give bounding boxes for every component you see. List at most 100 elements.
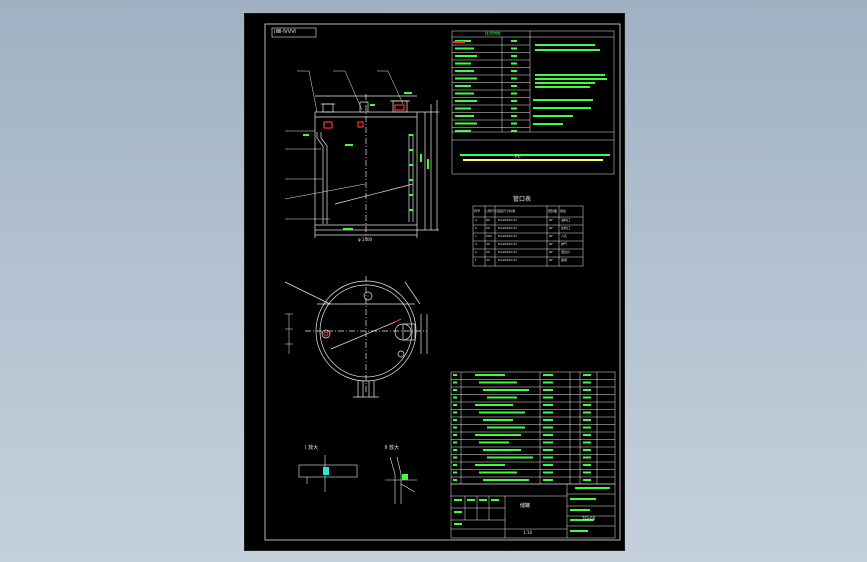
nozzle-cell: 50 — [486, 226, 490, 230]
tech-note-text — [533, 115, 573, 117]
nozzle-cell: 排气 — [561, 242, 568, 246]
nozzle-cell: 40 — [486, 242, 490, 246]
nozzle-header: 连接尺寸标准 — [497, 209, 516, 213]
tech-note-text — [533, 107, 591, 109]
tech-cell-text — [455, 77, 477, 80]
tech-cell-text — [455, 115, 474, 117]
nozzle-cell: HG20592-97 — [498, 250, 518, 254]
parts-item-material — [543, 441, 553, 444]
nozzle-cell: HG20592-97 — [498, 242, 518, 246]
parts-item-weight — [583, 389, 591, 391]
tech-cell-text — [455, 85, 471, 87]
nozzle-cell: 液位计 — [561, 250, 571, 254]
tech-cell-value — [511, 47, 517, 50]
parts-item-material — [543, 404, 553, 406]
parts-item-no — [453, 374, 457, 376]
title-block-name: 储罐 — [520, 503, 531, 509]
nozzle-cell: c — [475, 234, 477, 238]
tech-cell-text — [455, 55, 477, 57]
nozzle-header: 公称尺寸 — [485, 209, 498, 213]
parts-item-material — [543, 426, 553, 429]
elevation-leaders — [284, 70, 404, 220]
parts-item-material — [543, 381, 553, 384]
parts-item-weight — [583, 456, 591, 459]
tech-note-line — [460, 154, 610, 156]
parts-item-weight — [583, 464, 591, 466]
title-block-marks — [454, 487, 610, 532]
parts-item-name — [483, 389, 529, 391]
parts-item-name — [475, 404, 513, 406]
vessel-elevation — [314, 94, 439, 239]
plan-left-dims — [285, 313, 293, 354]
nozzle-cell: b — [475, 226, 477, 230]
parts-item-name — [483, 419, 513, 421]
drawing-sheet: ⅠⅡⅢ-ⅣⅤⅥ 技术特性 Pc 管口表 Ⅰ 放大 Ⅱ 放大 储罐 TGJ-00 … — [244, 13, 625, 551]
nozzle-cell: RF — [549, 226, 553, 230]
elevation-green-ticks — [303, 92, 429, 230]
parts-item-material — [543, 479, 553, 481]
detail-b-weld — [402, 474, 408, 480]
tech-cell-value — [511, 62, 517, 65]
tech-cell-text — [455, 47, 474, 50]
parts-item-name — [479, 411, 525, 414]
parts-item-material — [543, 471, 553, 474]
tech-note-text — [535, 86, 590, 88]
nozzle-cell: 80 — [486, 218, 490, 222]
tech-note-text — [535, 44, 595, 46]
parts-item-name — [479, 471, 517, 474]
parts-item-no — [453, 396, 457, 399]
nozzle-cell: d — [475, 242, 477, 246]
nozzle-cell: 500 — [486, 234, 492, 238]
nozzle-cell: a — [475, 218, 477, 222]
parts-item-name — [479, 441, 509, 444]
tech-cell-text — [455, 62, 471, 65]
parts-item-material — [543, 464, 553, 466]
nozzle-cell: e — [475, 250, 477, 254]
parts-item-weight — [583, 411, 591, 414]
tech-cell-text — [455, 92, 474, 95]
parts-item-no — [453, 456, 457, 459]
parts-item-no — [453, 426, 457, 429]
tech-spec-text — [453, 40, 610, 161]
parts-item-name — [475, 464, 505, 466]
tech-table-header: 技术特性 — [485, 31, 501, 36]
parts-item-weight — [583, 404, 591, 406]
nozzle-table-title: 管口表 — [513, 196, 532, 203]
tech-cell-value — [511, 70, 517, 72]
parts-item-name — [475, 434, 521, 436]
tech-cell-value — [511, 115, 517, 117]
nozzle-cell: 人孔 — [561, 234, 568, 238]
nozzle-table — [472, 205, 584, 267]
tech-cell-value — [511, 77, 517, 80]
parts-list — [450, 371, 616, 485]
nozzle-cell: f — [475, 258, 477, 262]
nozzle-cell: RF — [549, 250, 553, 254]
parts-item-no — [453, 404, 457, 406]
tech-cell-value — [511, 130, 517, 132]
detail-b — [385, 456, 417, 504]
nozzle-cell: 25 — [486, 250, 490, 254]
plan-red-marks — [323, 318, 402, 337]
nozzle-header: 用途 — [560, 209, 567, 213]
parts-item-weight — [583, 449, 591, 451]
nozzle-cell: RF — [549, 242, 553, 246]
tech-note-text — [533, 99, 593, 101]
section-a-label: Ⅰ 放大 — [305, 445, 319, 451]
parts-list-text — [453, 374, 591, 481]
parts-item-material — [543, 411, 553, 414]
tech-cell-text — [455, 130, 471, 132]
parts-item-material — [543, 374, 553, 376]
parts-item-material — [543, 456, 553, 459]
parts-item-weight — [583, 471, 591, 474]
parts-item-no — [453, 381, 457, 384]
parts-item-name — [483, 449, 521, 451]
parts-item-name — [487, 456, 533, 459]
parts-item-no — [453, 479, 457, 481]
parts-item-no — [453, 464, 457, 466]
tech-cell-value — [511, 122, 517, 125]
nozzle-cell: HG20592-97 — [498, 226, 518, 230]
parts-item-no — [453, 411, 457, 414]
tech-cell-value — [511, 55, 517, 57]
nozzle-cell: 进料口 — [561, 218, 571, 222]
tech-cell-text — [455, 70, 474, 72]
